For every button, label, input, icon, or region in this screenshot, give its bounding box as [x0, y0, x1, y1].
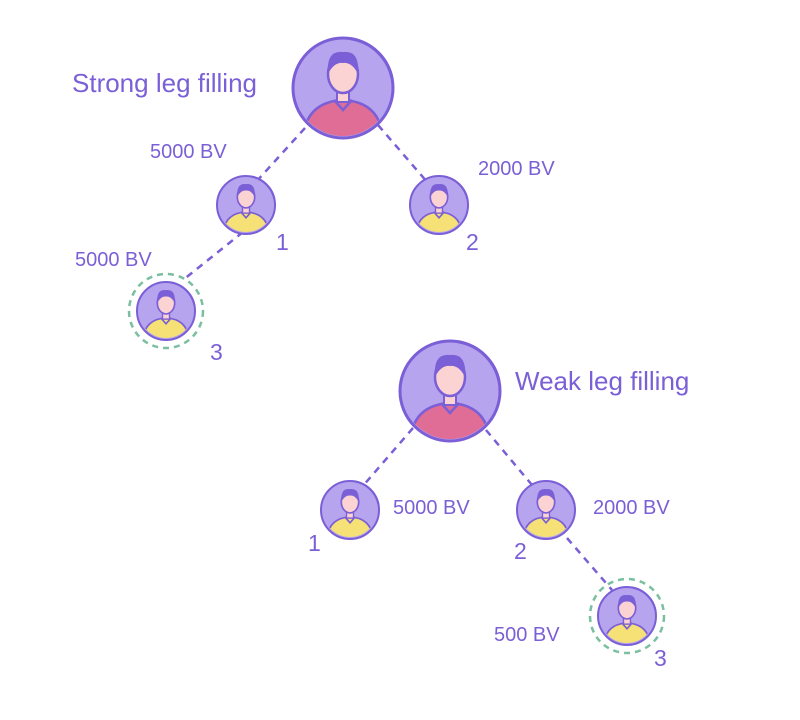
- strong-left-child-node: [213, 172, 279, 238]
- person-avatar-icon: [320, 480, 380, 540]
- strong-grandchild-bv-label: 5000 BV: [75, 249, 152, 271]
- weak-grandchild-node: [586, 575, 668, 657]
- strong-left-number: 1: [276, 229, 289, 255]
- person-avatar-icon: [409, 175, 469, 235]
- strong-right-child-node: [406, 172, 472, 238]
- strong-left-bv-label: 5000 BV: [150, 141, 227, 163]
- strong-grandchild-number: 3: [210, 339, 223, 365]
- weak-leg-title: Weak leg filling: [515, 366, 690, 396]
- weak-right-bv-label: 2000 BV: [593, 497, 670, 519]
- person-avatar-icon: [291, 36, 395, 140]
- weak-parent-node: [396, 337, 504, 445]
- strong-grandchild-node: [125, 270, 207, 352]
- strong-right-number: 2: [466, 229, 479, 255]
- strong-parent-node: [289, 34, 397, 142]
- weak-grandchild-bv-label: 500 BV: [494, 624, 560, 646]
- weak-right-child-node: [513, 477, 579, 543]
- person-avatar-icon: [516, 480, 576, 540]
- person-avatar-icon: [588, 577, 666, 655]
- weak-left-bv-label: 5000 BV: [393, 497, 470, 519]
- weak-left-child-node: [317, 477, 383, 543]
- person-avatar-icon: [127, 272, 205, 350]
- weak-left-number: 1: [308, 530, 321, 556]
- person-avatar-icon: [216, 175, 276, 235]
- strong-right-bv-label: 2000 BV: [478, 158, 555, 180]
- weak-grandchild-number: 3: [654, 645, 667, 671]
- strong-leg-title: Strong leg filling: [72, 68, 257, 98]
- weak-right-number: 2: [514, 538, 527, 564]
- person-avatar-icon: [398, 339, 502, 443]
- weak-link-right-grandchild: [566, 537, 613, 591]
